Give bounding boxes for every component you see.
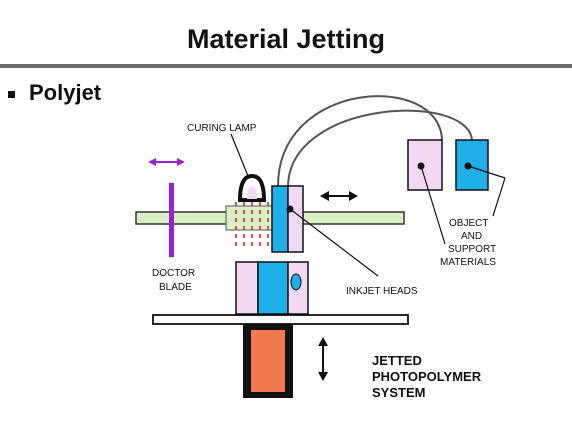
curing-lamp-leader (230, 133, 249, 177)
bullet-item: Polyjet (8, 80, 101, 106)
label-curing-lamp: CURING LAMP (187, 123, 257, 134)
label-materials-line1: OBJECT (449, 218, 488, 229)
label-system-line2: PHOTOPOLYMER (372, 369, 482, 384)
build-platform (152, 314, 409, 325)
elevator-arrow-up-head (318, 337, 328, 346)
curing-rays (235, 202, 269, 250)
elevator-inner (251, 330, 285, 392)
label-system-line3: SYSTEM (372, 385, 425, 400)
label-inkjet-heads: INKJET HEADS (346, 286, 418, 297)
materials-leader-1 (420, 165, 446, 245)
doctor-blade-arrow-right-head (177, 158, 185, 166)
roller-assembly (225, 205, 273, 231)
materials-leader-3 (492, 177, 506, 217)
inkjet-heads-leader (289, 208, 379, 277)
bullet-square-icon (8, 90, 15, 98)
build-part-pink-left (235, 261, 259, 315)
material-cartridge-support (407, 139, 443, 191)
title-divider (0, 64, 572, 68)
inkjet-head-cyan (271, 185, 289, 253)
label-materials-line4: MATERIALS (440, 257, 496, 268)
material-cartridge-object (455, 139, 489, 191)
label-materials-line2: AND (461, 231, 482, 242)
materials-leader-2 (467, 165, 506, 179)
doctor-blade-arrow-left-head (148, 158, 156, 166)
head-motion-arrow-left-head (320, 191, 329, 201)
elevator-arrow-down-head (318, 372, 328, 381)
build-part-cyan (257, 261, 289, 315)
build-part-support-bubble (290, 273, 302, 291)
label-doctor-blade-line2: BLADE (159, 282, 192, 293)
feed-tube-outer (277, 95, 443, 187)
label-doctor-blade-line1: DOCTOR (152, 268, 195, 279)
doctor-blade (169, 183, 174, 257)
slide-title: Material Jetting (186, 24, 386, 54)
head-motion-arrow-right-head (349, 191, 358, 201)
inkjet-head-pink (287, 185, 304, 253)
label-system-line1: JETTED (372, 353, 422, 368)
feed-tube-inner (287, 109, 473, 187)
label-materials-line3: SUPPORT (448, 244, 496, 255)
bullet-label: Polyjet (29, 80, 102, 105)
curing-lamp-inner (247, 186, 257, 199)
